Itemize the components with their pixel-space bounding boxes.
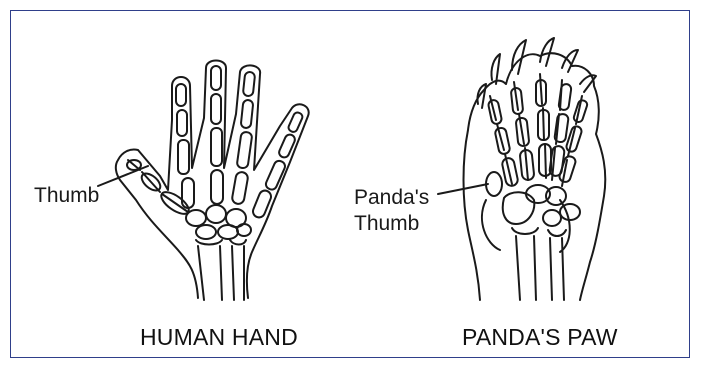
human-hand-drawing: [116, 61, 309, 301]
panda-paw-drawing: [464, 38, 606, 300]
human-hand-title: HUMAN HAND: [140, 324, 298, 351]
panda-thumb-label-line1: Panda's: [354, 186, 429, 210]
panda-paw-title: PANDA'S PAW: [462, 324, 618, 351]
panda-thumb-label-line2: Thumb: [354, 212, 419, 236]
thumb-label: Thumb: [34, 184, 99, 208]
